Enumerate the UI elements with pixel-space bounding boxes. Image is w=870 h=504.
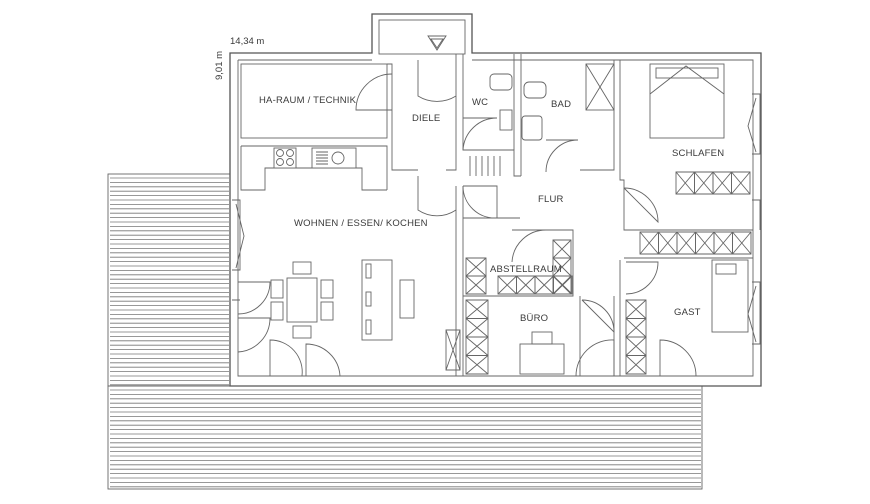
cabinet [552,239,572,259]
storage-units [445,171,752,375]
cabinet [658,231,678,255]
outer-walls [229,13,762,387]
room-label-schlafen: SCHLAFEN [672,148,724,159]
dimension-width: 14,34 m [230,36,264,47]
cabinet [713,231,733,255]
doors [237,60,697,377]
cabinet [552,275,572,295]
cabinet [625,299,647,319]
cabinet [732,231,752,255]
cabinet [445,329,461,371]
bedroom-furniture [649,63,749,333]
room-label-buero: BÜRO [520,313,548,324]
cabinet [465,275,487,295]
cabinet [712,171,732,195]
cabinet [695,231,715,255]
room-label-wohnen: WOHNEN / ESSEN/ KOCHEN [294,218,428,229]
room-label-diele: DIELE [412,113,440,124]
room-label-gast: GAST [674,307,701,318]
entrance-porch [378,19,466,55]
dining-table [270,261,334,339]
room-label-abstellraum: ABSTELLRAUM [490,264,562,275]
room-label-flur: FLUR [538,194,564,205]
room-label-ha-raum: HA-RAUM / TECHNIK [259,95,357,106]
room-label-wc: WC [472,97,488,108]
cabinet [676,231,696,255]
cabinet [465,299,489,319]
cabinet [465,257,487,277]
bathroom-fixtures [469,63,615,176]
cabinet [694,171,714,195]
windows [232,93,761,345]
cabinet [465,336,489,356]
kitchen-fixtures [273,147,415,341]
cabinet [465,355,489,375]
desk [519,331,565,375]
cabinet [465,318,489,338]
cabinet [516,275,536,295]
cabinet [675,171,695,195]
room-label-bad: BAD [551,99,571,110]
cabinet [639,231,659,255]
cabinet [625,336,647,356]
cabinet [625,355,647,375]
cabinet [497,275,517,295]
dimension-depth: 9,01 m [214,51,225,80]
terrace-deck [107,173,703,490]
cabinet [731,171,751,195]
cabinet [625,318,647,338]
cabinet [534,275,554,295]
